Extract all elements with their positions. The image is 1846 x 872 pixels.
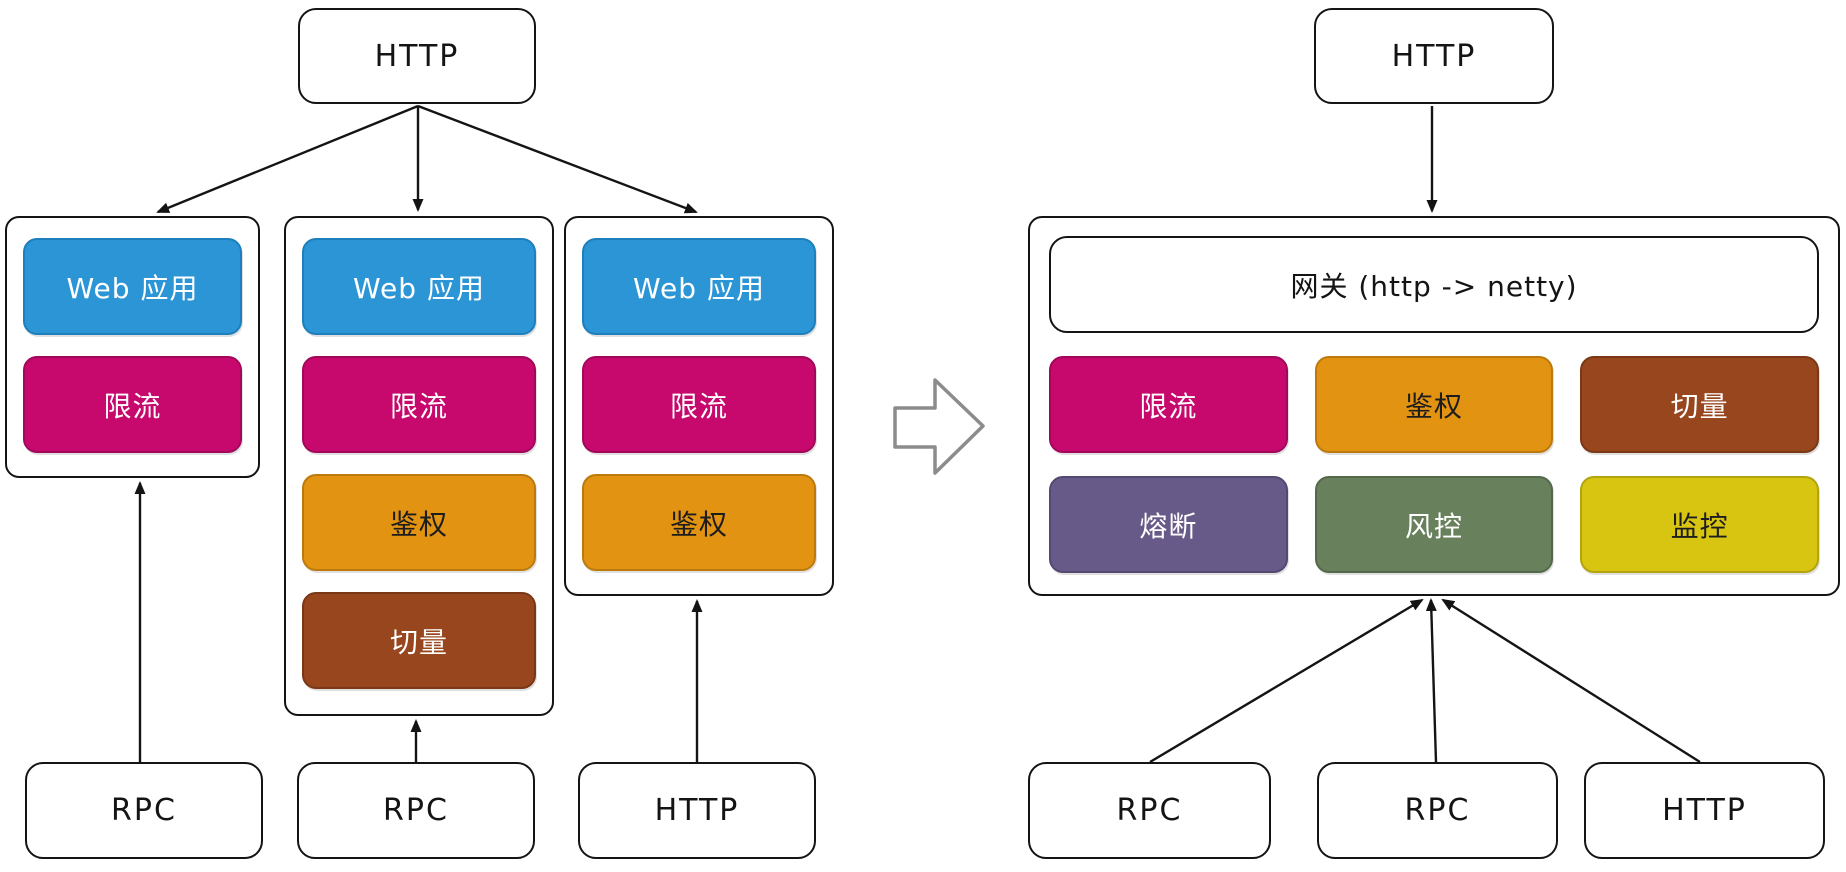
client-box-rpc-1-right: RPC bbox=[1028, 762, 1271, 859]
box-monitor: 监控 bbox=[1580, 476, 1820, 573]
client-box-http: HTTP bbox=[578, 762, 816, 859]
box-traffic-cut: 切量 bbox=[302, 592, 536, 689]
app-stack-3: Web 应用 限流 鉴权 bbox=[564, 216, 834, 596]
client-box-http-right: HTTP bbox=[1584, 762, 1825, 859]
box-rate-limit: 限流 bbox=[302, 356, 536, 453]
client-box-rpc-1: RPC bbox=[25, 762, 263, 859]
client-label: RPC bbox=[1116, 793, 1183, 828]
box-circuit-break: 熔断 bbox=[1049, 476, 1288, 573]
box-auth: 鉴权 bbox=[582, 474, 816, 571]
client-box-rpc-2: RPC bbox=[297, 762, 535, 859]
http-source-box-right: HTTP bbox=[1314, 8, 1554, 104]
arrow-http-to-stack1 bbox=[156, 104, 419, 214]
box-risk-control: 风控 bbox=[1314, 476, 1554, 573]
gateway-title: 网关 (http -> netty) bbox=[1290, 269, 1578, 303]
arrow-http-to-stack3 bbox=[417, 104, 698, 214]
app-stack-2: Web 应用 限流 鉴权 切量 bbox=[284, 216, 554, 716]
client-label: HTTP bbox=[654, 793, 740, 828]
box-auth: 鉴权 bbox=[1314, 356, 1554, 453]
client-label: RPC bbox=[111, 793, 177, 828]
box-traffic-cut: 切量 bbox=[1580, 356, 1820, 453]
gateway-row-1: 限流 鉴权 切量 bbox=[1049, 356, 1820, 453]
arrow-rpc1-to-gateway bbox=[1149, 598, 1424, 764]
gateway-container: 网关 (http -> netty) 限流 鉴权 切量 熔断 风控 监控 bbox=[1028, 216, 1840, 596]
gateway-row-2: 熔断 风控 监控 bbox=[1049, 476, 1820, 573]
transform-arrow bbox=[893, 378, 985, 475]
arrow-rpc2-to-gateway bbox=[1425, 598, 1438, 763]
box-web-app: Web 应用 bbox=[23, 238, 242, 335]
box-auth: 鉴权 bbox=[302, 474, 536, 571]
http-source-label-right: HTTP bbox=[1391, 38, 1477, 74]
client-label: RPC bbox=[383, 793, 449, 828]
gateway-title-box: 网关 (http -> netty) bbox=[1049, 236, 1819, 333]
client-box-rpc-2-right: RPC bbox=[1317, 762, 1558, 859]
box-rate-limit: 限流 bbox=[582, 356, 816, 453]
arrow-http-client-to-gateway bbox=[1441, 598, 1701, 764]
http-source-label-left: HTTP bbox=[374, 38, 460, 74]
client-label: HTTP bbox=[1662, 793, 1747, 828]
http-source-box-left: HTTP bbox=[298, 8, 536, 104]
app-stack-1: Web 应用 限流 bbox=[5, 216, 260, 478]
box-web-app: Web 应用 bbox=[582, 238, 816, 335]
box-web-app: Web 应用 bbox=[302, 238, 536, 335]
box-rate-limit: 限流 bbox=[23, 356, 242, 453]
client-label: RPC bbox=[1404, 793, 1471, 828]
box-rate-limit: 限流 bbox=[1049, 356, 1288, 453]
